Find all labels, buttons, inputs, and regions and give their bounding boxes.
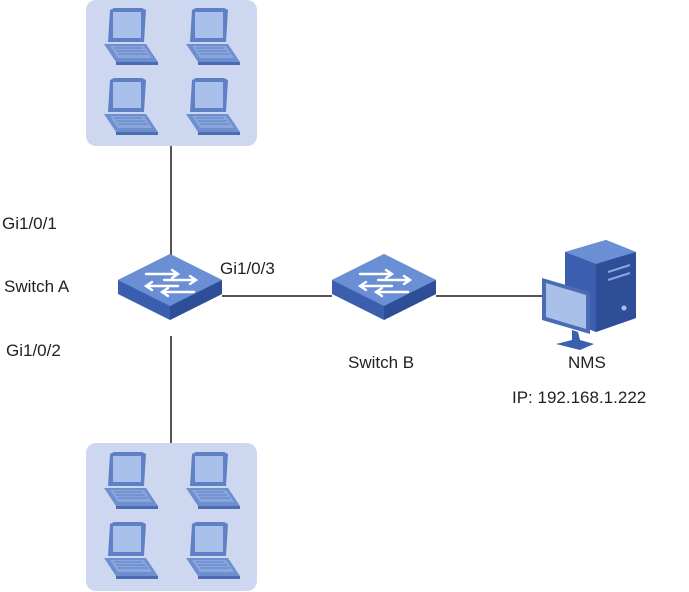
- port-label-gi1-0-2: Gi1/0/2: [6, 341, 61, 360]
- switch-a-icon: [116, 252, 224, 322]
- port-label-gi1-0-1: Gi1/0/1: [2, 214, 57, 233]
- port-label-gi1-0-3: Gi1/0/3: [220, 259, 275, 278]
- switch-b-label: Switch B: [348, 353, 415, 372]
- host-group-bottom: [86, 443, 257, 591]
- nms-server-icon: [542, 240, 636, 350]
- nms-ip-label: IP: 192.168.1.222: [512, 388, 647, 407]
- switch-a-label: Switch A: [4, 277, 70, 296]
- host-group-top: [86, 0, 257, 146]
- nms-label: NMS: [568, 353, 606, 372]
- switch-b-icon: [330, 252, 438, 322]
